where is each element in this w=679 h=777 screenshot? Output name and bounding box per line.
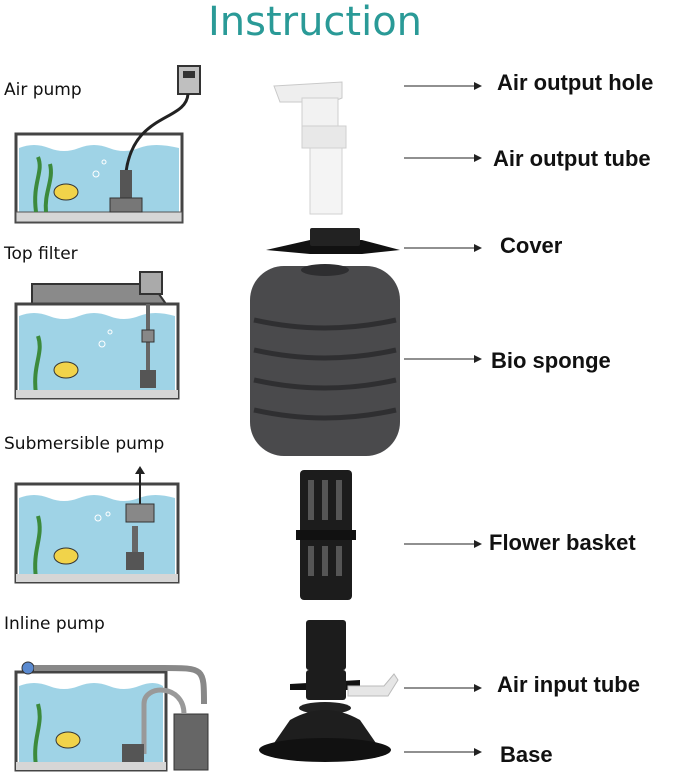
air-input-tube-label: Air input tube bbox=[497, 672, 640, 697]
air-output-hole-arrow bbox=[404, 80, 484, 92]
air-input-tube-part bbox=[290, 620, 399, 700]
air-pump-label: Air pump bbox=[4, 80, 82, 100]
base-part bbox=[259, 702, 391, 762]
bio-sponge-part bbox=[250, 264, 400, 456]
base-arrow bbox=[404, 746, 484, 758]
air-input-tube-arrow bbox=[404, 682, 484, 694]
sponge-filter-exploded-view bbox=[250, 60, 440, 776]
submersible-pump-tank-illustration bbox=[14, 466, 214, 586]
bio-sponge-label: Bio sponge bbox=[491, 348, 611, 373]
air-output-hole-label: Air output hole bbox=[497, 70, 654, 95]
air-output-tube-part bbox=[273, 81, 347, 215]
inline-pump-label: Inline pump bbox=[4, 614, 105, 634]
cover-label: Cover bbox=[500, 233, 563, 258]
air-output-tube-arrow bbox=[404, 152, 484, 164]
submersible-pump-label: Submersible pump bbox=[4, 434, 165, 454]
base-label: Base bbox=[500, 742, 553, 767]
page-title: Instruction bbox=[207, 0, 423, 45]
bio-sponge-arrow bbox=[404, 353, 484, 365]
flower-basket-label: Flower basket bbox=[489, 530, 636, 555]
top-filter-label: Top filter bbox=[4, 244, 78, 264]
inline-pump-tank-illustration bbox=[14, 644, 224, 774]
cover-arrow bbox=[404, 242, 484, 254]
flower-basket-part bbox=[296, 470, 356, 600]
air-output-tube-label: Air output tube bbox=[493, 146, 651, 171]
air-pump-tank-illustration bbox=[14, 62, 214, 226]
cover-part bbox=[266, 228, 400, 254]
flower-basket-arrow bbox=[404, 538, 484, 550]
top-filter-tank-illustration bbox=[14, 270, 214, 402]
